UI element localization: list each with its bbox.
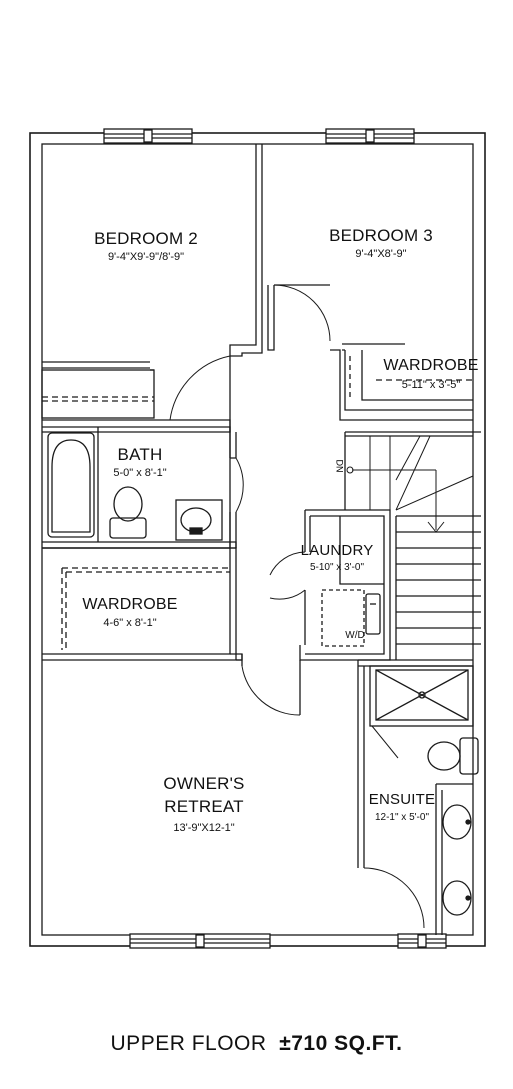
door-bath [235, 457, 244, 513]
sinks-ensuite [442, 804, 472, 916]
room-dims-wardrobe-main: 4-6" x 8'-1" [103, 617, 157, 629]
room-dims-laundry: 5-10" x 3'-0" [309, 562, 365, 573]
bathtub [47, 432, 95, 538]
room-dims-owners-retreat: 13'-9"X12-1" [173, 822, 235, 834]
door-owners-retreat [241, 660, 301, 716]
door-bedroom3 [273, 284, 331, 342]
label-washer-dryer: W/D [345, 630, 365, 641]
room-name-wardrobe-b3: WARDROBE [383, 357, 479, 374]
floor-caption: UPPER FLOOR ±710 SQ.FT. [0, 1032, 513, 1056]
window-bedroom3 [325, 128, 415, 144]
room-name-bedroom2: BEDROOM 2 [94, 229, 198, 248]
toilet-ensuite [427, 737, 479, 775]
room-name-wardrobe-main: WARDROBE [82, 596, 178, 613]
floor-area: ±710 SQ.FT. [279, 1032, 403, 1055]
room-dims-bath: 5-0" x 8'-1" [113, 467, 167, 479]
closet-rod-bedroom2 [41, 369, 155, 419]
shower-ensuite [369, 665, 474, 727]
room-dims-ensuite: 12-1" x 5'-0" [374, 812, 430, 823]
interior-walls [42, 144, 481, 935]
door-bedroom2 [169, 355, 231, 432]
window-ensuite [397, 933, 447, 949]
window-bedroom2 [103, 128, 193, 144]
staircase [346, 435, 481, 660]
window-owners-retreat [129, 933, 271, 949]
room-name-bath: BATH [117, 445, 163, 464]
stairs-down-label: DN [334, 459, 345, 473]
room-name-owners-retreat-1: OWNER'S [163, 774, 245, 793]
room-dims-wardrobe-b3: 5-11" x 3'-5" [401, 379, 461, 391]
room-dims-bedroom2: 9'-4"X9'-9"/8'-9" [107, 251, 185, 263]
door-ensuite [363, 725, 425, 929]
door-laundry [269, 551, 306, 600]
room-name-owners-retreat-2: RETREAT [164, 797, 244, 816]
closet-rod-wardrobe-main [61, 567, 230, 650]
room-name-laundry: LAUNDRY [300, 542, 374, 559]
closet-rod-wardrobe-b3 [349, 356, 473, 398]
floor-name: UPPER FLOOR [110, 1032, 267, 1055]
room-name-ensuite: ENSUITE [368, 791, 436, 808]
washer-dryer [321, 589, 381, 647]
sink-bath [175, 499, 223, 541]
room-dims-bedroom3: 9'-4"X8'-9" [355, 248, 407, 260]
toilet-bath [109, 486, 147, 539]
room-name-bedroom3: BEDROOM 3 [329, 226, 433, 245]
